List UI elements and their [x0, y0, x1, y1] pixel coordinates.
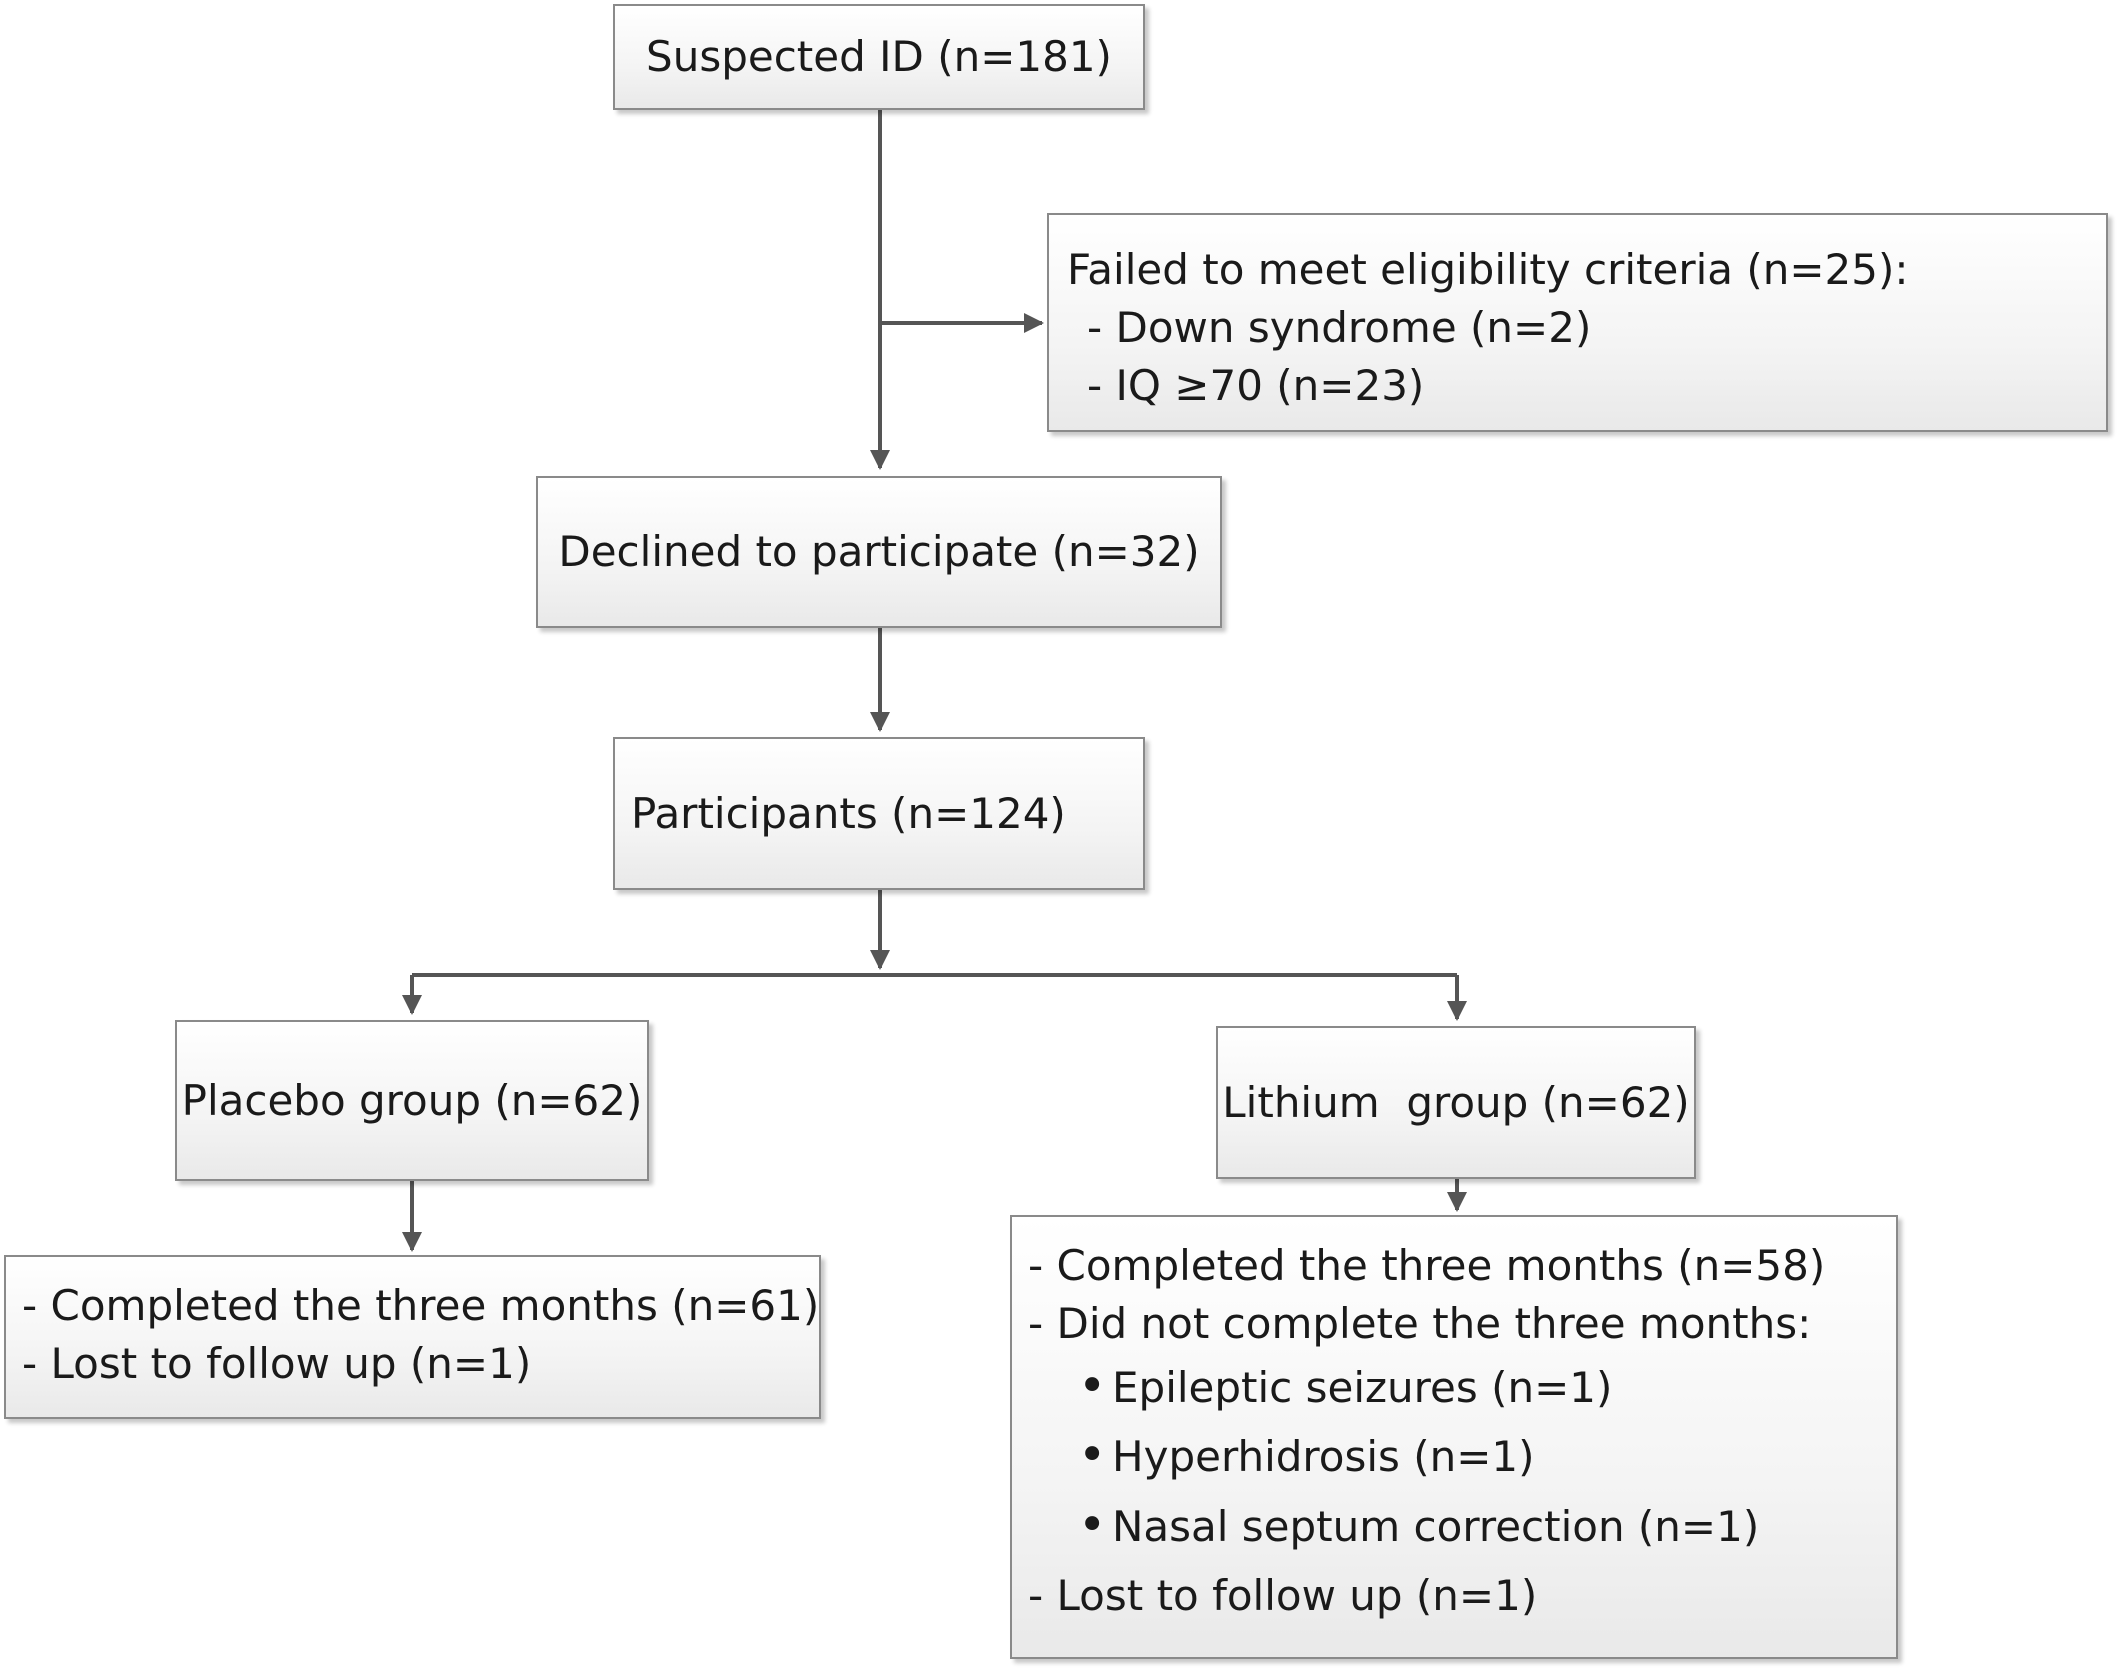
suspected-id-label: Suspected ID (n=181) [646, 32, 1112, 81]
participants-label: Participants (n=124) [631, 789, 1066, 838]
lithium-group-box: Lithium group (n=62) [1216, 1026, 1696, 1179]
lithium-reason-hyperhidrosis: Hyperhidrosis (n=1) [1078, 1426, 1535, 1486]
lithium-reason-epileptic-seizures: Epileptic seizures (n=1) [1078, 1357, 1612, 1417]
placebo-outcomes-box: - Completed the three months (n=61) - Lo… [4, 1255, 821, 1419]
suspected-id-box: Suspected ID (n=181) [613, 4, 1145, 110]
lithium-completed: - Completed the three months (n=58) [1028, 1241, 1826, 1290]
declined-box: Declined to participate (n=32) [536, 476, 1222, 628]
lithium-outcomes-box: - Completed the three months (n=58) - Di… [1010, 1215, 1898, 1659]
excluded-item-iq: - IQ ≥70 (n=23) [1087, 361, 1425, 410]
lithium-reason-nasal-septum: Nasal septum correction (n=1) [1078, 1496, 1759, 1556]
excluded-heading: Failed to meet eligibility criteria (n=2… [1067, 245, 1909, 294]
lithium-not-completed: - Did not complete the three months: [1028, 1299, 1812, 1348]
placebo-completed: - Completed the three months (n=61) [22, 1281, 820, 1330]
placebo-group-label: Placebo group (n=62) [181, 1075, 643, 1125]
participants-box: Participants (n=124) [613, 737, 1145, 890]
lithium-lost: - Lost to follow up (n=1) [1028, 1571, 1538, 1620]
placebo-lost: - Lost to follow up (n=1) [22, 1339, 532, 1388]
declined-label: Declined to participate (n=32) [558, 527, 1200, 576]
excluded-item-down-syndrome: - Down syndrome (n=2) [1087, 303, 1592, 352]
lithium-group-label: Lithium group (n=62) [1222, 1077, 1690, 1127]
excluded-box: Failed to meet eligibility criteria (n=2… [1047, 213, 2108, 432]
placebo-group-box: Placebo group (n=62) [175, 1020, 649, 1181]
